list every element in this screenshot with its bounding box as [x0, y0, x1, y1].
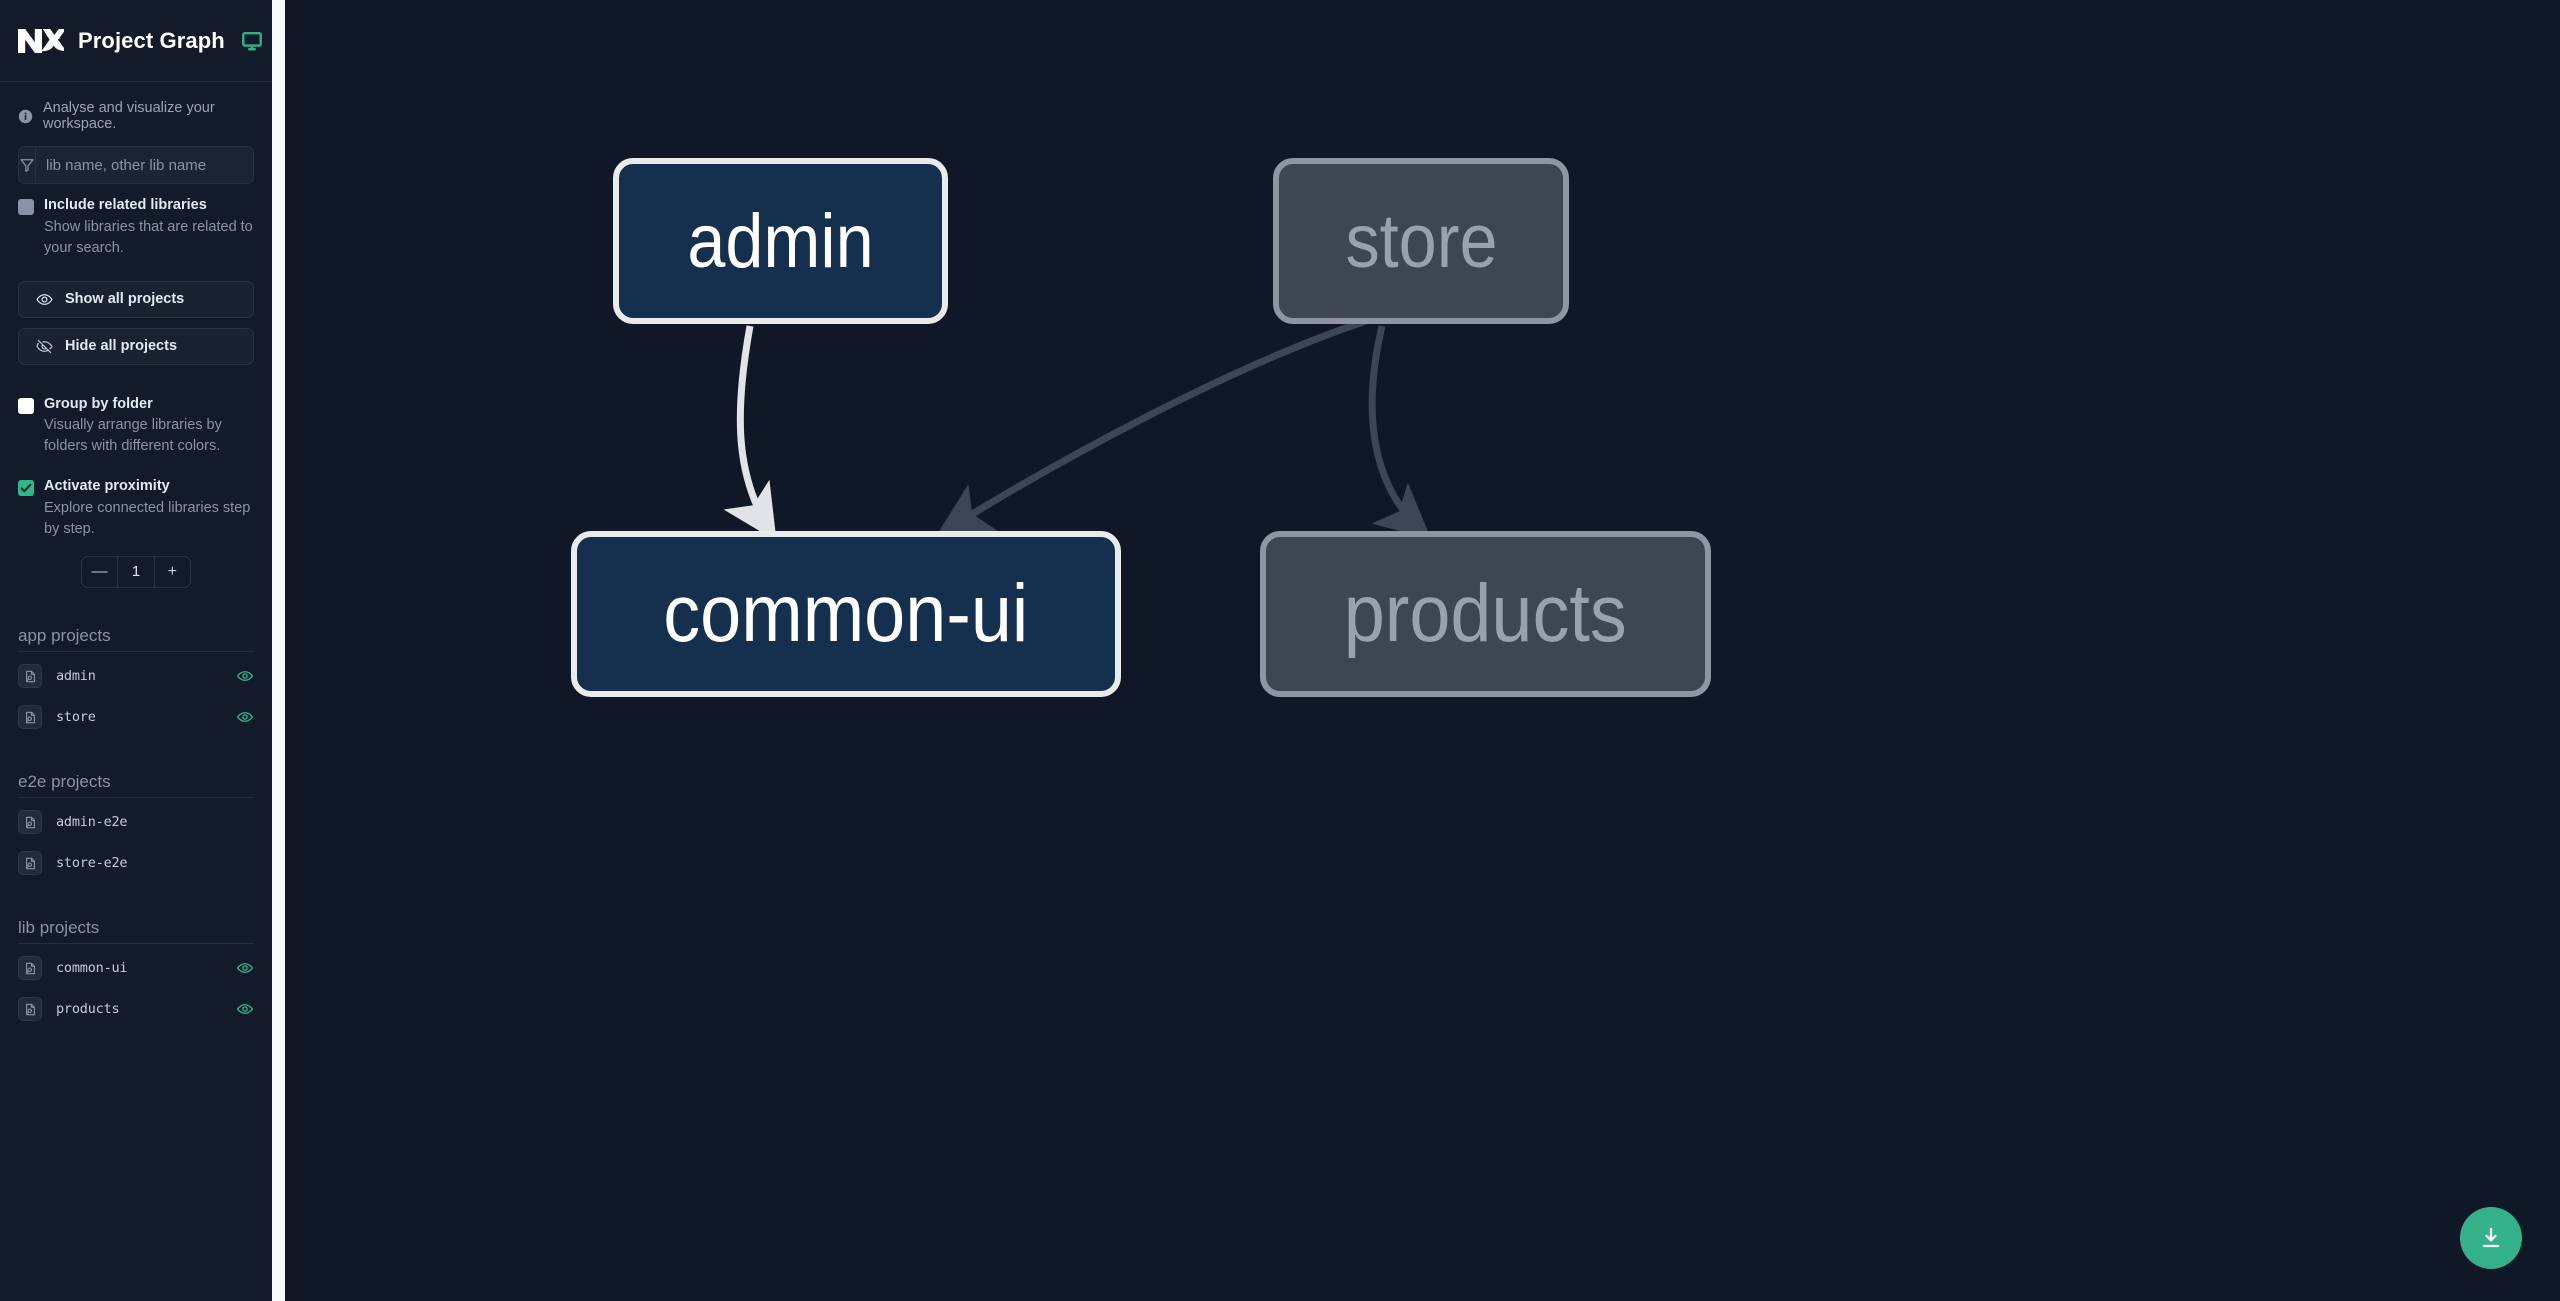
toggle-visibility-admin[interactable] — [236, 667, 254, 685]
hide-all-projects-button[interactable]: Hide all projects — [18, 327, 254, 365]
project-row-store-e2e[interactable]: store-e2e — [18, 843, 254, 884]
eye-off-icon — [36, 339, 53, 354]
toggle-visibility-store[interactable] — [236, 708, 254, 726]
proximity-decrement-button[interactable]: — — [82, 556, 119, 587]
graph-node-products[interactable]: products — [1260, 531, 1711, 697]
info-icon — [18, 109, 33, 124]
project-row-products[interactable]: products — [18, 989, 254, 1030]
project-graph-canvas[interactable]: admin store common-ui products — [285, 0, 2560, 1301]
eye-icon — [236, 1004, 254, 1015]
include-related-libraries-checkbox[interactable] — [18, 199, 34, 215]
group-app-projects: app projects admin — [0, 626, 272, 738]
eye-icon — [36, 293, 53, 305]
project-name-store: store — [56, 709, 96, 726]
edge-admin-to-common-ui — [723, 325, 777, 542]
proximity-increment-button[interactable]: + — [167, 562, 177, 580]
eye-icon — [236, 671, 254, 682]
eye-icon — [236, 712, 254, 723]
project-name-store-e2e: store-e2e — [56, 855, 128, 872]
option-include-related-libraries[interactable]: Include related libraries Show libraries… — [0, 184, 272, 259]
group-by-folder-desc: Visually arrange libraries by folders wi… — [44, 417, 222, 455]
search-row — [0, 146, 272, 184]
option-activate-proximity[interactable]: Activate proximity Explore connected lib… — [0, 465, 272, 540]
check-icon — [20, 483, 32, 493]
eye-icon — [236, 963, 254, 974]
activate-proximity-checkbox[interactable] — [18, 480, 34, 497]
search-input[interactable] — [36, 147, 253, 183]
project-file-icon — [18, 997, 42, 1022]
graph-node-products-label: products — [1343, 568, 1628, 659]
activate-proximity-label: Activate proximity — [44, 478, 170, 495]
nx-logo-icon — [16, 23, 67, 59]
activate-proximity-desc: Explore connected libraries step by step… — [44, 499, 251, 537]
proximity-value: 1 — [118, 556, 155, 587]
option-group-by-folder[interactable]: Group by folder Visually arrange librari… — [0, 383, 272, 458]
project-file-icon — [18, 851, 42, 876]
project-file-icon — [18, 956, 42, 981]
group-spacer — [0, 884, 272, 918]
edge-store-to-products — [1368, 325, 1432, 540]
project-name-admin-e2e: admin-e2e — [56, 814, 128, 831]
group-by-folder-checkbox[interactable] — [18, 397, 34, 414]
toggle-visibility-common-ui[interactable] — [236, 959, 254, 977]
show-all-projects-button[interactable]: Show all projects — [18, 280, 254, 318]
group-heading-e2e-projects: e2e projects — [18, 772, 254, 798]
graph-node-admin[interactable]: admin — [613, 158, 948, 324]
edge-store-to-common-ui — [935, 314, 1377, 537]
project-file-icon — [18, 810, 42, 835]
graph-node-common-ui[interactable]: common-ui — [571, 531, 1121, 697]
group-lib-projects: lib projects common-ui — [0, 918, 272, 1030]
group-spacer — [0, 738, 272, 772]
graph-node-store-label: store — [1344, 198, 1498, 284]
sidebar-header: Project Graph — [0, 0, 272, 82]
project-name-products: products — [56, 1001, 120, 1018]
show-all-projects-label: Show all projects — [65, 291, 185, 308]
project-name-admin: admin — [56, 668, 96, 685]
proximity-stepper[interactable]: — 1 + — [81, 555, 191, 588]
graph-edges — [723, 314, 1432, 542]
toggle-visibility-products[interactable] — [236, 1000, 254, 1018]
group-e2e-projects: e2e projects admin-e2e store- — [0, 772, 272, 884]
project-file-icon — [18, 664, 42, 689]
sidebar-resize-handle[interactable] — [272, 0, 285, 1301]
sidebar: Project Graph Analyse and visualize your… — [0, 0, 272, 1301]
project-name-common-ui: common-ui — [56, 960, 128, 977]
filter-icon — [19, 147, 36, 183]
search-box[interactable] — [18, 146, 254, 184]
group-by-folder-label: Group by folder — [44, 395, 153, 412]
project-row-store[interactable]: store — [18, 697, 254, 738]
hide-all-projects-label: Hide all projects — [65, 338, 178, 355]
graph-node-store[interactable]: store — [1273, 158, 1569, 324]
monitor-icon[interactable] — [241, 30, 263, 52]
project-row-common-ui[interactable]: common-ui — [18, 948, 254, 989]
graph-node-common-ui-label: common-ui — [663, 568, 1029, 659]
app-subtitle: Analyse and visualize your workspace. — [43, 100, 215, 132]
app-title: Project Graph — [78, 27, 225, 53]
project-file-icon — [18, 705, 42, 730]
group-heading-app-projects: app projects — [18, 626, 254, 652]
download-icon — [2482, 1227, 2500, 1248]
include-related-libraries-label: Include related libraries — [44, 197, 207, 213]
include-related-libraries-desc: Show libraries that are related to your … — [44, 218, 253, 256]
project-row-admin-e2e[interactable]: admin-e2e — [18, 802, 254, 843]
graph-node-admin-label: admin — [687, 198, 874, 284]
group-heading-lib-projects: lib projects — [18, 918, 254, 944]
project-row-admin[interactable]: admin — [18, 656, 254, 697]
app-subtitle-row: Analyse and visualize your workspace. — [0, 82, 272, 146]
download-graph-button[interactable] — [2460, 1207, 2522, 1269]
